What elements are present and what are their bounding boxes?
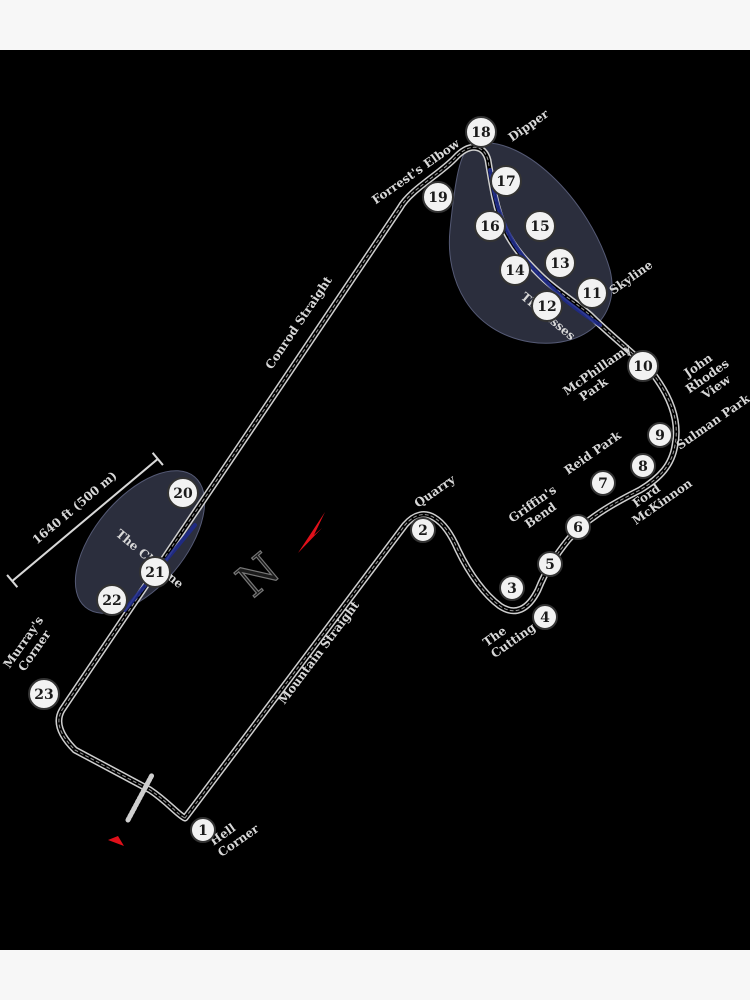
reid-park-label: Reid Park: [562, 428, 625, 478]
turn-circle: [544, 247, 576, 279]
turn-number: 20: [173, 486, 193, 502]
turn-circle: [532, 604, 558, 630]
sulman-park-label: Sulman Park: [674, 391, 750, 452]
turn-number: 21: [145, 565, 164, 581]
turn-marker-6: 6: [565, 514, 591, 540]
turn-number: 14: [505, 263, 525, 279]
murrays-corner-label: Murray's Corner: [0, 613, 53, 673]
turn-marker-21: 21: [139, 556, 171, 588]
griffins-bend-label: Griffin's Bend: [506, 482, 559, 531]
turn-marker-9: 9: [647, 422, 673, 448]
turn-number: 1: [198, 823, 208, 839]
turn-number: 10: [633, 359, 653, 375]
turn-marker-22: 22: [96, 584, 128, 616]
john-rhodes-view-label: John Rhodes View: [681, 351, 734, 403]
turn-marker-8: 8: [630, 453, 656, 479]
turn-marker-7: 7: [590, 470, 616, 496]
turn-number: 11: [582, 286, 601, 302]
turn-circle: [499, 575, 525, 601]
turn-circle: [537, 551, 563, 577]
quarry-label: Quarry: [412, 472, 459, 511]
turn-circle: [139, 556, 171, 588]
turn-marker-13: 13: [544, 247, 576, 279]
chicane-zone: [74, 470, 206, 614]
turn-number: 4: [540, 610, 550, 626]
turn-marker-4: 4: [532, 604, 558, 630]
turn-number: 5: [545, 557, 555, 573]
turn-number: 15: [530, 219, 549, 235]
turn-circle: [531, 290, 563, 322]
turn-number: 19: [428, 190, 447, 206]
esses-zone: [448, 142, 613, 344]
turn-number: 12: [537, 299, 556, 315]
turn-circle: [422, 181, 454, 213]
turn-marker-3: 3: [499, 575, 525, 601]
turn-number: 16: [480, 219, 499, 235]
track-map: 1640 ft (500 m) N The Esses The Chicane …: [0, 106, 750, 859]
turn-marker-23: 23: [28, 678, 60, 710]
turn-number: 2: [418, 523, 428, 539]
turn-marker-2: 2: [410, 517, 436, 543]
turn-circle: [647, 422, 673, 448]
turn-number: 9: [655, 428, 665, 444]
turn-circle: [576, 277, 608, 309]
turn-circle: [627, 350, 659, 382]
turn-circle: [499, 254, 531, 286]
turn-circle: [167, 477, 199, 509]
turn-marker-18: 18: [465, 116, 497, 148]
turn-marker-19: 19: [422, 181, 454, 213]
turn-marker-16: 16: [474, 210, 506, 242]
turn-number: 7: [598, 476, 608, 492]
mountain-straight-label: Mountain Straight: [276, 598, 363, 707]
the-cutting-label: The Cutting: [480, 620, 538, 661]
turn-marker-20: 20: [167, 477, 199, 509]
hell-corner-label: Hell Corner: [207, 820, 262, 859]
turn-number: 18: [471, 125, 490, 141]
turn-circle: [590, 470, 616, 496]
turn-number: 8: [638, 459, 648, 475]
turn-number: 6: [573, 520, 583, 536]
turn-number: 3: [507, 581, 517, 597]
turn-circle: [96, 584, 128, 616]
turn-marker-14: 14: [499, 254, 531, 286]
turn-marker-10: 10: [627, 350, 659, 382]
turn-number: 23: [34, 687, 53, 703]
turn-circle: [410, 517, 436, 543]
turn-circle: [524, 210, 556, 242]
map-frame: 1640 ft (500 m) N The Esses The Chicane …: [0, 50, 750, 950]
turn-marker-12: 12: [531, 290, 563, 322]
turn-number: 17: [496, 174, 515, 190]
turn-number: 22: [102, 593, 121, 609]
turn-circle: [565, 514, 591, 540]
north-arrow-icon: [298, 512, 325, 553]
turn-circle: [190, 817, 216, 843]
compass-letter: N: [227, 543, 289, 607]
turn-marker-1: 1: [190, 817, 216, 843]
dipper-label: Dipper: [506, 106, 552, 144]
turn-number: 13: [550, 256, 569, 272]
turn-marker-17: 17: [490, 165, 522, 197]
turn-marker-11: 11: [576, 277, 608, 309]
turn-circle: [490, 165, 522, 197]
turn-circle: [474, 210, 506, 242]
start-flag-icon: [108, 836, 124, 846]
turn-circle: [630, 453, 656, 479]
turn-marker-15: 15: [524, 210, 556, 242]
compass: N: [227, 512, 325, 608]
turn-circle: [465, 116, 497, 148]
start-finish-line: [125, 772, 155, 823]
turn-circle: [28, 678, 60, 710]
track: [55, 143, 680, 846]
skyline-label: Skyline: [607, 257, 656, 297]
turn-marker-5: 5: [537, 551, 563, 577]
